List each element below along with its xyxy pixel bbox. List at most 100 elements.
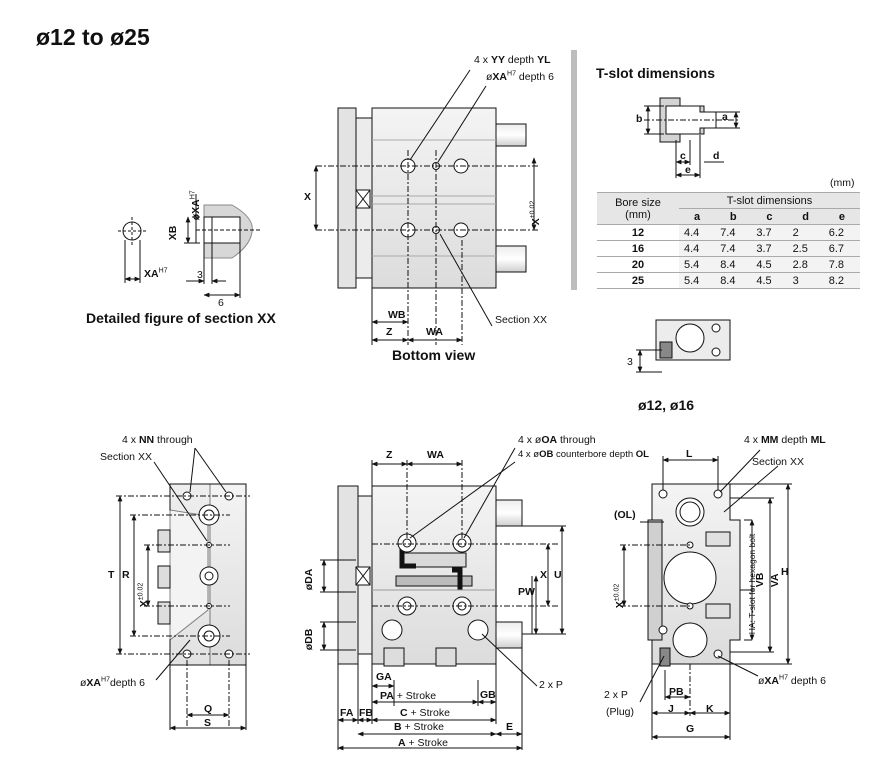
right-k-label: K: [706, 703, 714, 715]
front-wa-label: WA: [427, 449, 444, 461]
front-u-label: U: [554, 569, 562, 581]
right-pb-label: PB: [669, 686, 684, 698]
left-s-label: S: [204, 717, 212, 729]
front-gb-label: GB: [480, 689, 496, 701]
right-g-label: G: [686, 723, 695, 735]
front-pw-label: PW: [518, 586, 535, 598]
bottom-yy-pre: 4 x: [474, 54, 491, 66]
left-xa-pre: ø: [80, 677, 87, 689]
right-j-label: J: [668, 703, 674, 715]
tslot-table: Bore size(mm) T-slot dimensions a b c d …: [597, 192, 860, 289]
right-plug-label: (Plug): [606, 706, 635, 718]
left-x: X: [137, 600, 150, 608]
front-ob-mid: counterbore depth: [553, 449, 636, 460]
left-nn: NN: [138, 434, 155, 446]
bottom-xa-label: øXAH7 depth 6: [486, 71, 554, 83]
right-mm-label: 4 x MM depth ML: [744, 435, 826, 446]
detail-caption: Detailed figure of section XX: [86, 310, 276, 326]
tslot-value-cell: 6.7: [823, 240, 860, 257]
tslot-unit: (mm): [830, 177, 855, 189]
left-xa-sup: H7: [101, 676, 110, 684]
right-view: [620, 449, 792, 740]
tslot-value-cell: 7.8: [823, 256, 860, 273]
front-oa-post: through: [557, 434, 596, 446]
front-a: A: [398, 737, 406, 749]
bottom-x-label: X: [304, 191, 312, 203]
front-oa: OA: [541, 434, 558, 446]
right-mm-pre: 4 x: [744, 434, 761, 446]
right-xa-pre: ø: [758, 675, 765, 687]
bottom-x-tol-label: X±0.02: [529, 165, 542, 226]
front-ol: OL: [635, 449, 649, 460]
detail-dim-6: 6: [218, 297, 224, 309]
right-h-label: H: [781, 566, 789, 578]
tslot-value-cell: 4.5: [751, 256, 788, 273]
tslot-value-cell: 5.4: [679, 256, 716, 273]
left-view: [116, 447, 250, 731]
detail-xa: øXA: [189, 199, 202, 221]
tslot-bore-cell: 20: [597, 256, 679, 273]
detail-xa-label: øXAH7: [189, 180, 202, 221]
tslot-col-letter: e: [823, 208, 860, 225]
right-x: X: [613, 601, 626, 609]
right-section-label: Section XX: [752, 456, 804, 468]
left-nn-pre: 4 x: [122, 434, 139, 446]
tslot-col-letter: a: [679, 208, 716, 225]
bottom-view-caption: Bottom view: [392, 347, 476, 363]
tslot-col-bore: Bore size(mm): [597, 192, 679, 225]
front-pa-label: PA + Stroke: [380, 691, 436, 702]
tslot-a-label: a: [722, 111, 728, 123]
left-t-label: T: [108, 569, 115, 581]
tslot-value-cell: 3.7: [751, 224, 788, 241]
right-ml: ML: [810, 434, 826, 446]
front-view: [320, 447, 566, 751]
tslot-bore-cell: 25: [597, 272, 679, 289]
page-title: ø12 to ø25: [36, 24, 150, 50]
right-ol-label: (OL): [614, 509, 636, 521]
bottom-view: [313, 69, 540, 345]
tslot-value-cell: 4.4: [679, 240, 716, 257]
tslot-title: T-slot dimensions: [596, 65, 716, 81]
left-x-label: X±0.02: [137, 547, 150, 608]
bottom-yy-mid: depth: [504, 54, 538, 66]
tslot-col-bore-2: (mm): [625, 208, 651, 221]
tslot-value-cell: 3.7: [751, 240, 788, 257]
front-c-post: + Stroke: [407, 707, 450, 719]
bottom-x-tol: X: [529, 218, 542, 226]
left-nn-label: 4 x NN through: [122, 435, 193, 446]
small-view-caption: ø12, ø16: [638, 397, 695, 413]
right-xa-label: øXAH7 depth 6: [758, 674, 826, 687]
left-xa-label: øXAH7depth 6: [80, 676, 145, 689]
right-l-label: L: [686, 448, 693, 460]
bottom-yy: YY: [490, 54, 505, 66]
tslot-value-cell: 8.4: [715, 256, 752, 273]
detail-xb-label: XB: [166, 225, 179, 241]
bottom-z-label: Z: [386, 326, 393, 338]
tslot-col-group: T-slot dimensions: [679, 192, 860, 209]
front-p-label: 2 x P: [539, 679, 563, 691]
bottom-xa-post: depth 6: [515, 71, 554, 83]
tslot-value-cell: 7.4: [715, 224, 752, 241]
bottom-wa-label: WA: [426, 326, 443, 338]
front-ob-label: 4 x øOB counterbore depth OL: [518, 450, 649, 460]
front-pa: PA: [380, 690, 394, 702]
front-pa-post: + Stroke: [393, 690, 437, 702]
bottom-section-label: Section XX: [495, 314, 547, 326]
tslot-value-cell: 6.2: [823, 224, 860, 241]
front-b-post: + Stroke: [401, 721, 444, 733]
detail-dim-3: 3: [197, 269, 203, 281]
tslot-value-cell: 7.4: [715, 240, 752, 257]
tslot-value-cell: 2: [787, 224, 824, 241]
left-x-sup: ±0.02: [137, 582, 145, 601]
right-xa-post: depth 6: [787, 675, 826, 687]
front-x-label: X: [540, 569, 548, 581]
small-tslot-view: [636, 319, 731, 373]
bottom-xa-pre: ø: [486, 71, 493, 83]
table-row: 12 4.4 7.4 3.7 2 6.2: [597, 224, 860, 241]
front-ob: OB: [539, 449, 554, 460]
tslot-value-cell: 2.5: [787, 240, 824, 257]
right-xa-sup: H7: [779, 674, 788, 682]
bottom-xa: XA: [492, 71, 508, 83]
